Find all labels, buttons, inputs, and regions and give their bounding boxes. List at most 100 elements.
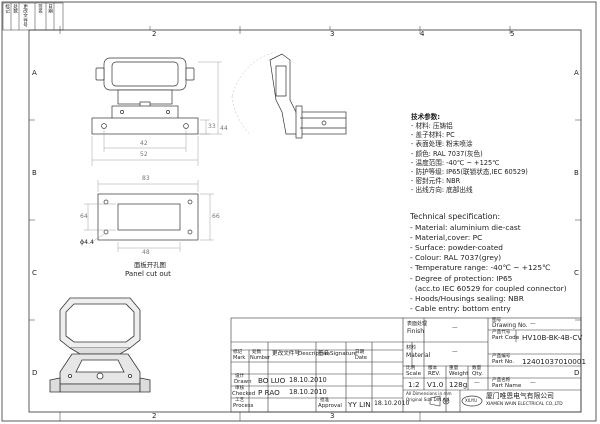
zone-label: 3 bbox=[330, 30, 335, 38]
rev-header-date: 日期 bbox=[47, 4, 53, 14]
zone-label: 2 bbox=[152, 412, 157, 420]
dim-label: 48 bbox=[142, 249, 150, 256]
drawing-no-value: — bbox=[530, 321, 536, 327]
weight-value: 128g bbox=[449, 380, 468, 389]
dim-label: 42 bbox=[140, 140, 148, 147]
drawn-en: Drawn bbox=[234, 379, 252, 385]
projection-symbol bbox=[429, 395, 450, 407]
mark-cn: 标记 bbox=[233, 350, 243, 355]
weight-cn: 重量 bbox=[449, 366, 459, 371]
finish-en: Finish bbox=[407, 328, 425, 335]
approved-date: 18.10.2010 bbox=[374, 400, 410, 407]
dim-label: 66 bbox=[212, 213, 220, 220]
spec-en-line: - Temperature range: -40℃ ~ +125℃ bbox=[410, 263, 551, 273]
spec-en-line: - Cable entry: bottom entry bbox=[410, 304, 511, 314]
spec-cn-line: - 温度范围: -40℃ ~ +125℃ bbox=[411, 158, 500, 167]
drawing-no-en: Drawing No. bbox=[492, 323, 528, 329]
spec-cn-line: - 表面处理: 粉末喷涂 bbox=[411, 140, 473, 149]
part-code-cn: 产品代号 bbox=[492, 330, 511, 335]
part-code-value: HV10B-BK-4B-CV bbox=[522, 333, 583, 342]
process-cn: 工艺 bbox=[235, 398, 245, 403]
approved-cn: 批准 bbox=[320, 398, 330, 403]
zone-letter: C bbox=[32, 269, 37, 277]
cutout-dims bbox=[84, 180, 214, 252]
rev-value: V1.0 bbox=[427, 380, 444, 389]
drawn-date: 18.10.2010 bbox=[289, 376, 327, 384]
zone-letter: B bbox=[574, 169, 579, 177]
process-en: Process bbox=[233, 403, 254, 409]
material-value: — bbox=[452, 349, 458, 355]
approved-name: YY LIN bbox=[348, 400, 371, 409]
dims-note-2: Original Size DIN A 4 bbox=[406, 397, 450, 402]
spec-en-title: Technical specification: bbox=[410, 212, 501, 221]
finish-value: — bbox=[452, 325, 458, 331]
dim-label: 64 bbox=[80, 213, 88, 220]
zone-label: 4 bbox=[420, 30, 425, 38]
rev-header-count: 处数 bbox=[12, 4, 18, 14]
company-name-en: XIAMEN WAIN ELECTRICAL CO.,LTD bbox=[486, 402, 563, 407]
sign-en: Signature bbox=[330, 351, 357, 357]
checked-en: Checked bbox=[232, 391, 256, 397]
material-en: Material bbox=[406, 352, 431, 359]
rev-header-sign: 签名 bbox=[37, 4, 43, 14]
checked-date: 18.10.2010 bbox=[289, 388, 327, 396]
dim-label: 83 bbox=[142, 175, 150, 182]
spec-en-line: - Degree of protection: IP65 bbox=[410, 273, 513, 283]
spec-cn-line: - 密封元件: NBR bbox=[411, 177, 461, 186]
weight-en: Weight bbox=[449, 371, 469, 377]
dim-label: 52 bbox=[140, 151, 148, 158]
change-cn: 更改文件号 bbox=[272, 351, 300, 357]
company-name-cn: 厦门唯恩电气有限公司 bbox=[486, 392, 554, 400]
scale-en: Scale bbox=[406, 371, 422, 377]
lid-swing-arc-2 bbox=[231, 95, 251, 135]
dim-label: 33 bbox=[208, 123, 216, 130]
spec-en-line: (acc.to IEC 60529 for coupled connector) bbox=[410, 283, 567, 293]
approved-en: Approval bbox=[318, 403, 342, 409]
finish-cn: 表面处理 bbox=[407, 321, 428, 327]
front-view bbox=[91, 57, 199, 135]
company-logo bbox=[461, 395, 483, 407]
zone-letter: A bbox=[574, 69, 579, 77]
rev-table-grid bbox=[2, 2, 64, 31]
dim-label: 44 bbox=[220, 125, 228, 132]
zone-letter: D bbox=[574, 369, 580, 377]
zone-label: 2 bbox=[152, 30, 157, 38]
number-en: Number bbox=[250, 355, 271, 361]
spec-en-block: Technical specification: - Material: alu… bbox=[410, 213, 567, 315]
spec-cn-line: - 颜色: RAL 7037(灰色) bbox=[411, 149, 483, 158]
spec-cn-line: - 盖子材料: PC bbox=[411, 131, 455, 140]
rev-header-change: 更改文件号 bbox=[22, 4, 28, 27]
spec-en-line: - Surface: powder-coated bbox=[410, 243, 503, 252]
part-name-value: — bbox=[530, 380, 536, 386]
lid-swing-arc bbox=[231, 51, 277, 97]
part-no-value: 12401037010001 bbox=[522, 357, 587, 366]
dims-note-1: All Dimensions in mm bbox=[406, 391, 452, 396]
front-dims bbox=[91, 61, 222, 166]
date-cn: 日期 bbox=[355, 350, 365, 355]
checked-cn: 审核 bbox=[235, 386, 245, 391]
zone-label: 5 bbox=[510, 30, 515, 38]
spec-cn-line: - 出线方向: 底部出线 bbox=[411, 186, 473, 195]
scale-value: 1:2 bbox=[408, 380, 420, 389]
change-en: Description bbox=[298, 351, 330, 357]
panel-cutout-view bbox=[97, 193, 199, 241]
number-cn: 处数 bbox=[252, 350, 262, 355]
title-block-grid bbox=[230, 317, 582, 413]
zone-letter: B bbox=[32, 169, 37, 177]
part-no-en: Part No. bbox=[492, 359, 515, 365]
part-name-cn: 产品名称 bbox=[492, 378, 511, 383]
qty-en: Qty. bbox=[472, 371, 483, 377]
rev-header-mark: 标记 bbox=[4, 4, 10, 14]
spec-cn-block: 技术参数: - 材料: 压铸铝 - 盖子材料: PC - 表面处理: 粉末喷涂 … bbox=[411, 114, 528, 196]
drawn-name: BO LUO bbox=[258, 376, 286, 385]
date-en: Date bbox=[355, 355, 367, 361]
part-no-cn: 产品编号 bbox=[492, 354, 511, 359]
zone-letter: D bbox=[32, 369, 38, 377]
logo-text: XIUYU bbox=[465, 398, 478, 403]
scale-cn: 比例 bbox=[406, 366, 416, 371]
iso-view bbox=[49, 297, 151, 393]
spec-cn-line: - 防护等级: IP65(联锁状态,IEC 60529) bbox=[411, 167, 528, 176]
